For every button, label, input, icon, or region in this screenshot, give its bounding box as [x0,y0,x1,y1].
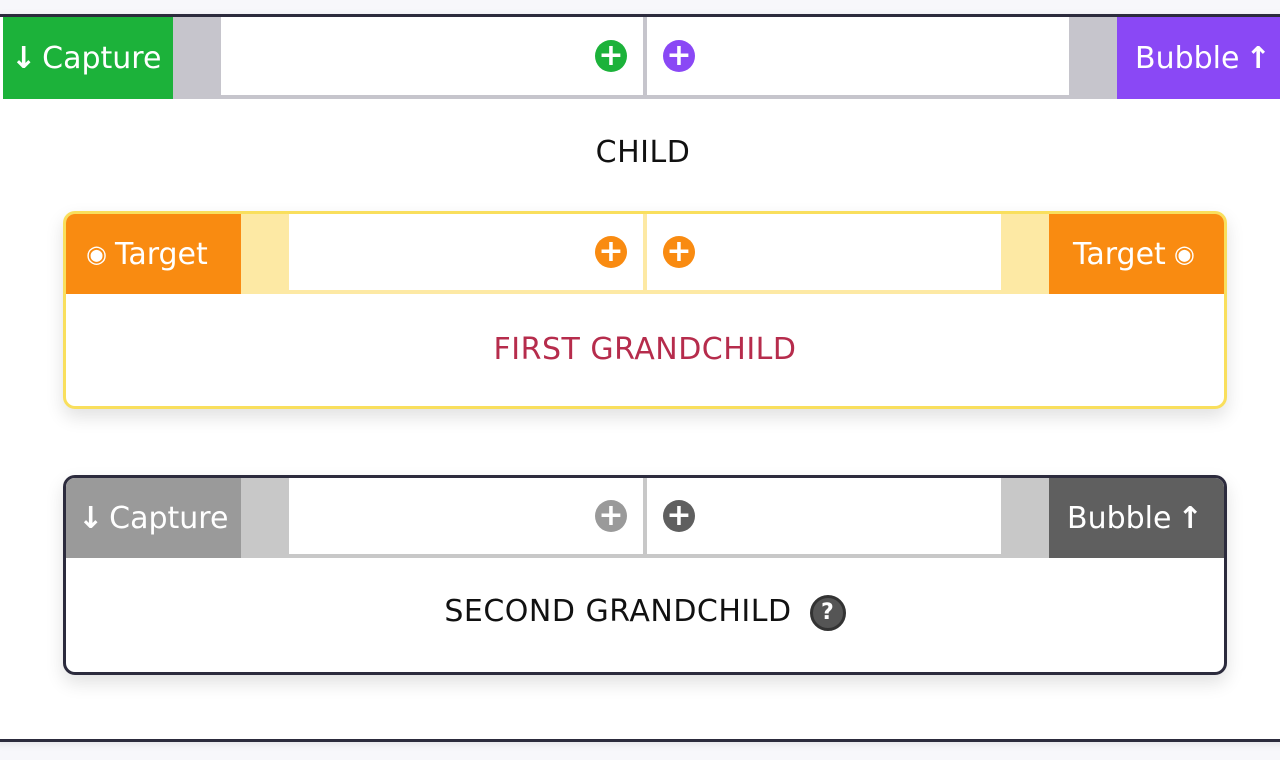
child-capture-button[interactable]: ↓ Capture [3,17,173,99]
first-grandchild-right-track: + [647,214,1001,290]
bubble-label: Bubble [1135,40,1240,76]
first-grandchild-phase-bar: ◉ Target + + Target ◉ [66,214,1224,294]
bar-gap [173,17,221,99]
second-grandchild-bubble-button[interactable]: Bubble ↑ [1049,478,1224,558]
arrow-down-icon: ↓ [11,40,37,76]
child-phase-bar: ↓ Capture + + Bubble ↑ [3,17,1280,99]
target-label: Target [114,236,208,272]
second-grandchild-capture-button[interactable]: ↓ Capture [66,478,241,558]
capture-label: Capture [109,500,229,536]
capture-label: Capture [42,40,162,76]
bubble-label: Bubble [1067,500,1172,536]
second-grandchild-bubble-track: + [647,478,1001,554]
arrow-up-icon: ↑ [1177,500,1203,536]
plus-icon[interactable]: + [595,236,627,268]
first-grandchild-container: ◉ Target + + Target ◉ FIRST GRANDCHILD [63,211,1227,409]
target-label: Target [1073,236,1166,272]
arrow-down-icon: ↓ [78,500,104,536]
bar-gap [1069,17,1117,99]
first-grandchild-title: FIRST GRANDCHILD [493,332,797,367]
target-icon: ◉ [1173,240,1195,268]
plus-icon[interactable]: + [595,500,627,532]
child-container: ↓ Capture + + Bubble ↑ CHILD ◉ Target [0,14,1280,742]
second-grandchild-capture-track: + [289,478,643,554]
bar-gap [241,214,289,294]
second-grandchild-container: ↓ Capture + + Bubble ↑ SECOND GRANDCHILD [63,475,1227,675]
second-grandchild-title: SECOND GRANDCHILD [444,594,792,629]
first-grandchild-left-track: + [289,214,643,290]
plus-icon[interactable]: + [663,40,695,72]
child-bubble-button[interactable]: Bubble ↑ [1117,17,1280,99]
first-grandchild-target-right[interactable]: Target ◉ [1049,214,1224,294]
plus-icon[interactable]: + [663,236,695,268]
child-capture-track: + [221,17,643,95]
second-grandchild-title-row: SECOND GRANDCHILD ? [66,594,1224,631]
bar-gap [241,478,289,558]
second-grandchild-phase-bar: ↓ Capture + + Bubble ↑ [66,478,1224,558]
child-bubble-track: + [647,17,1069,95]
child-title: CHILD [595,135,691,170]
bar-gap [1001,214,1049,294]
help-icon[interactable]: ? [809,594,846,631]
arrow-up-icon: ↑ [1245,40,1271,76]
plus-icon[interactable]: + [595,40,627,72]
first-grandchild-target-left[interactable]: ◉ Target [66,214,241,294]
bar-gap [1001,478,1049,558]
target-icon: ◉ [86,240,107,268]
plus-icon[interactable]: + [663,500,695,532]
